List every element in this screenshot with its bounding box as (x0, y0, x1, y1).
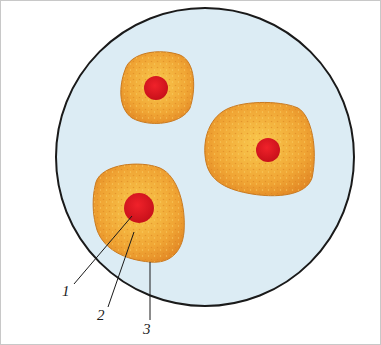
cell (121, 52, 194, 124)
callout-number: 2 (97, 308, 105, 323)
cell (93, 164, 184, 262)
callout-number: 1 (62, 284, 70, 299)
leader-line (74, 216, 132, 284)
leader-line (150, 262, 151, 320)
callout-number: 3 (143, 322, 151, 337)
microscope-field (56, 8, 354, 306)
leader-line (108, 232, 134, 307)
cell (205, 102, 315, 195)
